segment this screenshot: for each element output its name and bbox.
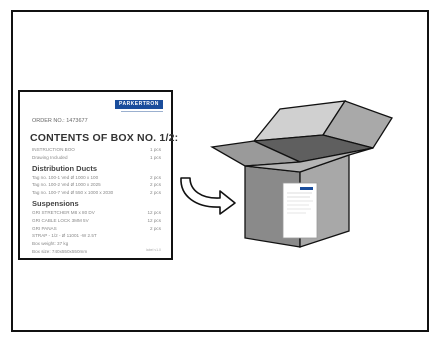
curved-arrow-icon <box>181 178 235 214</box>
box-label-sticker <box>283 183 317 238</box>
